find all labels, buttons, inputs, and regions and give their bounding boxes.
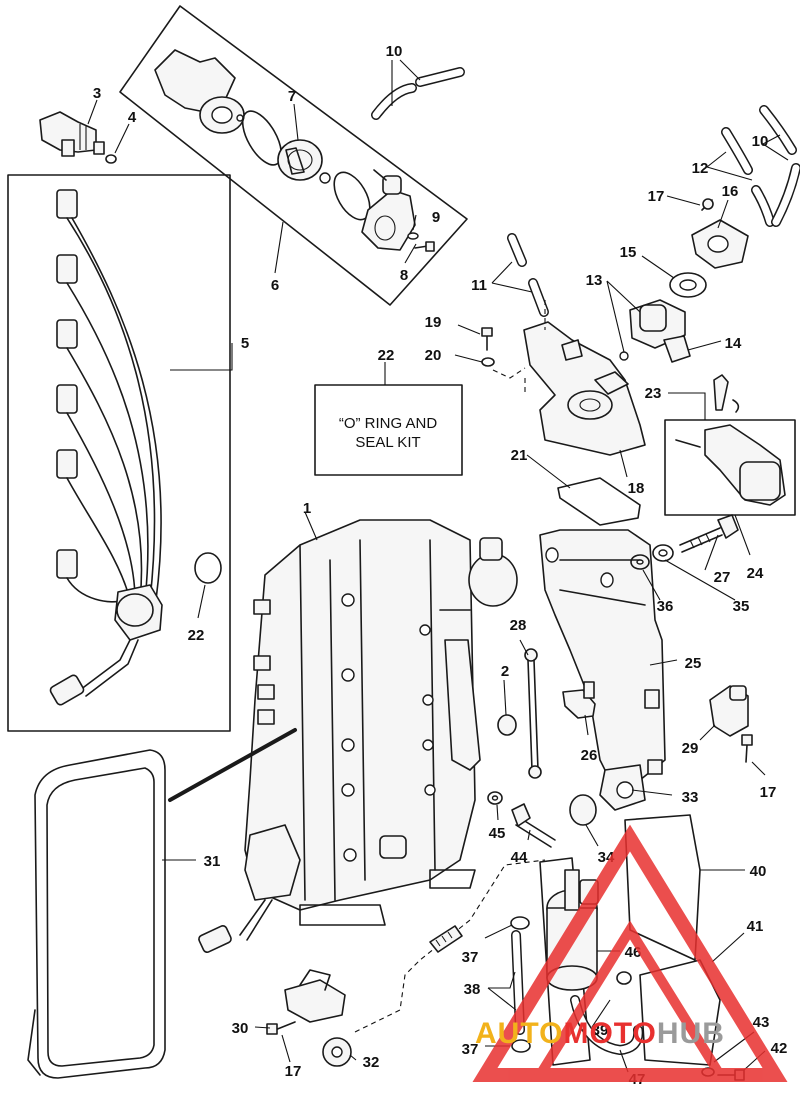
watermark-part-2: MOTO — [563, 1017, 656, 1050]
mounting-bracket-rail — [539, 529, 666, 811]
callout-9: 9 — [432, 209, 440, 226]
callout-41: 41 — [747, 918, 764, 935]
watermark-inner-triangle-icon — [531, 920, 729, 1080]
callout-32: 32 — [363, 1054, 380, 1071]
callout-17-top: 17 — [648, 188, 665, 205]
watermark-logo — [472, 824, 788, 1082]
callout-37-top: 37 — [462, 949, 479, 966]
callout-12: 12 — [692, 160, 709, 177]
watermark-part-1: AUTO — [475, 1017, 563, 1050]
harness-route-line — [168, 728, 297, 802]
callout-17-right: 17 — [760, 784, 777, 801]
callout-16: 16 — [722, 183, 739, 200]
callout-18: 18 — [628, 480, 645, 497]
callout-20: 20 — [425, 347, 442, 364]
leader-lines — [87, 59, 789, 1073]
linkage-rod — [497, 648, 542, 779]
bracket-detail-box — [664, 374, 796, 516]
watermark-part-3: HUB — [657, 1017, 725, 1050]
callout-36: 36 — [657, 598, 674, 615]
callout-15: 15 — [620, 244, 637, 261]
callout-23: 23 — [645, 385, 662, 402]
callout-1: 1 — [303, 500, 311, 517]
callout-38: 38 — [464, 981, 481, 998]
temperature-sensor-part — [39, 111, 117, 164]
callout-11: 11 — [471, 277, 487, 294]
callout-40: 40 — [750, 863, 767, 880]
callout-28: 28 — [510, 617, 527, 634]
callout-29: 29 — [682, 740, 699, 757]
callout-42: 42 — [771, 1040, 788, 1057]
callout-3: 3 — [93, 85, 101, 102]
callout-22-harness: 22 — [188, 627, 205, 644]
callout-30: 30 — [232, 1020, 249, 1037]
kit-box-frame — [314, 384, 463, 476]
pump-bracket — [639, 959, 721, 1066]
callout-37-bottom: 37 — [462, 1041, 479, 1058]
callout-44: 44 — [511, 849, 528, 866]
callout-26: 26 — [581, 747, 598, 764]
bolts-center — [487, 791, 556, 848]
callout-5: 5 — [241, 335, 249, 352]
heat-shield-panel — [624, 814, 701, 961]
switch-lower-left — [266, 969, 352, 1067]
callout-10-right: 10 — [752, 133, 769, 150]
callout-43: 43 — [753, 1014, 770, 1031]
kit-line-1: “O” RING AND — [339, 415, 438, 432]
sensor-right — [709, 685, 753, 763]
callout-33: 33 — [682, 789, 699, 806]
callout-10-top: 10 — [386, 43, 403, 60]
callout-6: 6 — [271, 277, 279, 294]
kit-line-2: SEAL KIT — [355, 434, 420, 451]
callout-2: 2 — [501, 663, 509, 680]
wire-route-dash-2 — [444, 859, 546, 941]
callout-14: 14 — [725, 335, 742, 352]
callout-25: 25 — [685, 655, 702, 672]
callout-17-bottom: 17 — [285, 1063, 302, 1080]
callout-24: 24 — [747, 565, 764, 582]
fuel-regulator-area — [481, 198, 749, 456]
regulator-gasket — [557, 477, 641, 526]
callout-19: 19 — [425, 314, 442, 331]
callout-8: 8 — [400, 267, 408, 284]
harness-connectors — [56, 189, 78, 579]
callout-27: 27 — [714, 569, 731, 586]
callout-35: 35 — [733, 598, 750, 615]
callout-labels: 3 4 5 6 7 8 9 10 10 11 12 13 14 15 16 17… — [93, 43, 788, 1088]
plug-part — [569, 794, 597, 826]
watermark-text: AUTOMOTOHUB — [475, 1017, 725, 1050]
spark-plug — [429, 925, 463, 953]
callout-31: 31 — [204, 853, 221, 870]
fasteners-right — [562, 514, 739, 719]
block-holes — [341, 593, 436, 862]
wire-route-dash — [354, 939, 446, 1033]
callout-21: 21 — [511, 447, 528, 464]
callout-13: 13 — [586, 272, 603, 289]
main-manifold-block — [198, 519, 518, 953]
fuel-pump-assembly-panel — [119, 5, 468, 306]
callout-45: 45 — [489, 825, 506, 842]
wiring-harness-box — [7, 174, 231, 732]
callout-22-kit: 22 — [378, 347, 395, 364]
fuel-hoses — [371, 67, 800, 317]
callout-4: 4 — [128, 109, 137, 126]
callout-39: 39 — [592, 1022, 609, 1039]
callout-7: 7 — [288, 88, 296, 105]
block-gasket — [27, 749, 166, 1079]
